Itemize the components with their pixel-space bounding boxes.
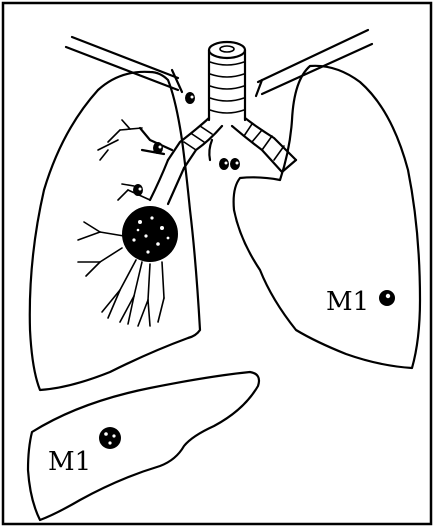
lung-metastasis-label: M1 [326, 287, 369, 317]
liver-metastasis: M1 [48, 427, 121, 477]
lung-right [234, 66, 420, 368]
liver [28, 372, 259, 520]
primary-tumor [122, 206, 178, 262]
figure-frame [3, 3, 431, 524]
trachea [209, 42, 245, 120]
clavicle-right [256, 30, 372, 96]
lung-metastasis: M1 [326, 287, 395, 317]
clavicle-left [66, 37, 182, 92]
liver-metastasis-label: M1 [48, 447, 91, 477]
